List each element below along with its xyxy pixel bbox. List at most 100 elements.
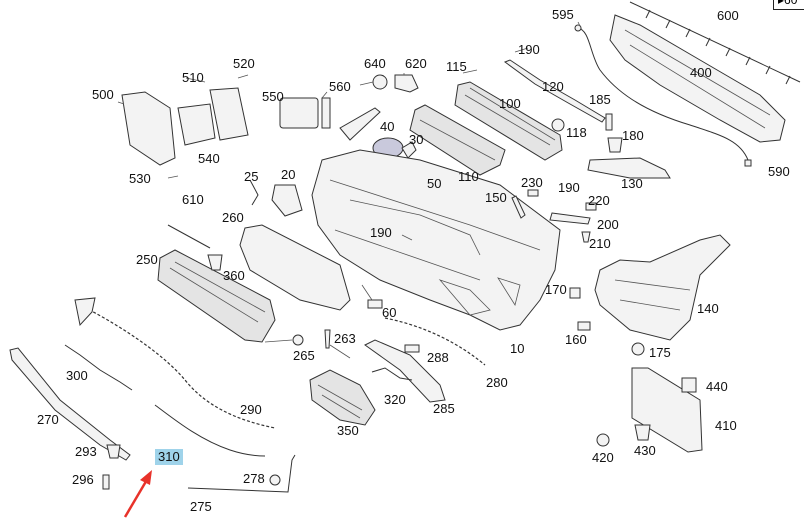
label-300[interactable]: 300 xyxy=(66,368,88,383)
label-10[interactable]: 10 xyxy=(510,341,525,356)
label-50[interactable]: 50 xyxy=(427,176,442,191)
part-nut-430 xyxy=(634,424,651,441)
label-530[interactable]: 530 xyxy=(129,171,151,186)
label-520[interactable]: 520 xyxy=(233,56,255,71)
part-grommet-640 xyxy=(372,74,388,90)
part-clip-180 xyxy=(607,137,623,153)
label-275[interactable]: 275 xyxy=(190,499,212,514)
part-clip-160 xyxy=(577,321,591,331)
label-180[interactable]: 180 xyxy=(622,128,644,143)
label-288[interactable]: 288 xyxy=(427,350,449,365)
label-540[interactable]: 540 xyxy=(198,151,220,166)
label-100[interactable]: 100 xyxy=(499,96,521,111)
part-chrome-strip-120 xyxy=(503,59,606,123)
label-30[interactable]: 30 xyxy=(409,132,424,147)
label-560[interactable]: 560 xyxy=(329,79,351,94)
label-500[interactable]: 500 xyxy=(92,87,114,102)
label-230[interactable]: 230 xyxy=(521,175,543,190)
label-40[interactable]: 40 xyxy=(380,119,395,134)
part-nut-175 xyxy=(631,342,645,356)
part-pin-263 xyxy=(324,329,331,349)
label-210[interactable]: 210 xyxy=(589,236,611,251)
pointer-arrow-head xyxy=(140,470,152,485)
part-screw-230 xyxy=(527,189,539,197)
label-190a[interactable]: 190 xyxy=(518,42,540,57)
label-110[interactable]: 110 xyxy=(458,169,479,184)
label-260[interactable]: 260 xyxy=(222,210,244,225)
label-190c[interactable]: 190 xyxy=(558,180,580,195)
label-550[interactable]: 550 xyxy=(262,89,284,104)
label-250[interactable]: 250 xyxy=(136,252,158,267)
label-640[interactable]: 640 xyxy=(364,56,386,71)
part-clip-210 xyxy=(581,231,591,243)
label-296[interactable]: 296 xyxy=(72,472,94,487)
label-130[interactable]: 130 xyxy=(621,176,643,191)
label-590[interactable]: 590 xyxy=(768,164,790,179)
part-clip-25 xyxy=(249,179,259,206)
part-strip-290 xyxy=(79,304,276,429)
part-bracket-200 xyxy=(549,212,591,225)
corner-reference: ▸60 xyxy=(773,0,804,10)
label-595[interactable]: 595 xyxy=(552,7,574,22)
label-400[interactable]: 400 xyxy=(690,65,712,80)
label-290[interactable]: 290 xyxy=(240,402,262,417)
label-440[interactable]: 440 xyxy=(706,379,728,394)
label-610[interactable]: 610 xyxy=(182,192,204,207)
label-510[interactable]: 510 xyxy=(182,70,204,85)
part-clip-288 xyxy=(404,344,420,353)
part-trim-285 xyxy=(364,339,446,403)
label-220[interactable]: 220 xyxy=(588,193,610,208)
label-118[interactable]: 118 xyxy=(566,125,587,140)
label-160[interactable]: 160 xyxy=(565,332,587,347)
label-430[interactable]: 430 xyxy=(634,443,656,458)
part-fog-light-130 xyxy=(587,157,671,179)
label-320[interactable]: 320 xyxy=(384,392,406,407)
label-265[interactable]: 265 xyxy=(293,348,315,363)
part-screw-278 xyxy=(269,474,281,486)
label-310-highlighted[interactable]: 310 xyxy=(155,449,183,465)
label-420[interactable]: 420 xyxy=(592,450,614,465)
pointer-arrow-line xyxy=(123,477,150,518)
label-190b[interactable]: 190 xyxy=(370,225,392,240)
part-strip-310 xyxy=(154,404,266,457)
part-vent-grille-350 xyxy=(309,369,376,426)
part-lower-grille-250 xyxy=(157,249,276,343)
part-bracket-540 xyxy=(177,103,216,146)
part-screw-420 xyxy=(596,433,610,447)
label-410[interactable]: 410 xyxy=(715,418,737,433)
label-120[interactable]: 120 xyxy=(542,79,564,94)
part-strip-280 xyxy=(384,317,486,366)
label-25[interactable]: 25 xyxy=(244,169,259,184)
label-620[interactable]: 620 xyxy=(405,56,427,71)
label-170[interactable]: 170 xyxy=(545,282,567,297)
label-350[interactable]: 350 xyxy=(337,423,359,438)
label-280[interactable]: 280 xyxy=(486,375,508,390)
part-clip-220 xyxy=(585,202,597,211)
label-360[interactable]: 360 xyxy=(223,268,245,283)
label-293[interactable]: 293 xyxy=(75,444,97,459)
label-20[interactable]: 20 xyxy=(281,167,296,182)
label-200[interactable]: 200 xyxy=(597,217,619,232)
part-bracket-510 xyxy=(209,87,249,141)
part-sensor-620 xyxy=(394,74,419,93)
label-60[interactable]: 60 xyxy=(382,305,397,320)
part-sensor-360 xyxy=(207,254,223,271)
part-nut-118 xyxy=(551,118,565,132)
label-115[interactable]: 115 xyxy=(446,59,467,74)
part-screw-185 xyxy=(605,113,613,131)
label-175[interactable]: 175 xyxy=(649,345,671,360)
label-150[interactable]: 150 xyxy=(485,190,507,205)
label-140[interactable]: 140 xyxy=(697,301,719,316)
label-185[interactable]: 185 xyxy=(589,92,611,107)
label-270[interactable]: 270 xyxy=(37,412,59,427)
label-600[interactable]: 600 xyxy=(717,8,739,23)
part-bracket-320 xyxy=(371,367,413,381)
part-hood-panel-40 xyxy=(339,107,381,141)
part-bracket-20 xyxy=(271,184,303,217)
label-263[interactable]: 263 xyxy=(334,331,356,346)
part-module-550 xyxy=(279,97,319,129)
label-285[interactable]: 285 xyxy=(433,401,455,416)
label-278[interactable]: 278 xyxy=(243,471,265,486)
part-clip-293 xyxy=(106,444,121,459)
